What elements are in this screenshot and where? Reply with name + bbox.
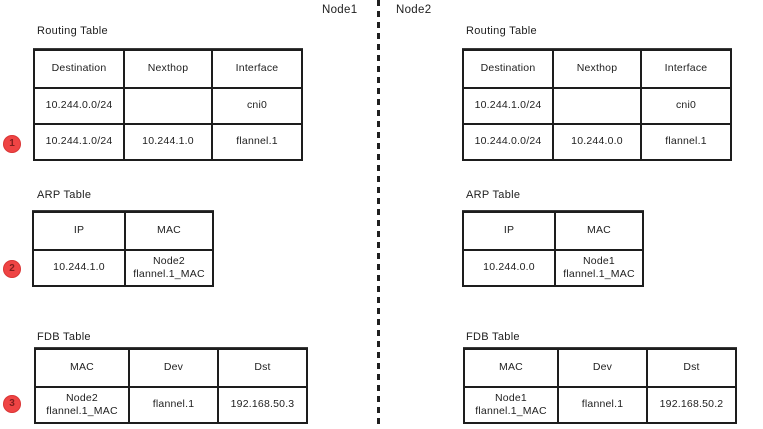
table-row: 10.244.0.0 Node1 flannel.1_MAC (462, 249, 644, 287)
step-marker-2-number: 2 (9, 263, 15, 274)
fdb-cell: 192.168.50.3 (217, 386, 308, 424)
routing-cell (552, 87, 642, 125)
step-marker-2: 2 (3, 260, 21, 278)
step-marker-1: 1 (3, 135, 21, 153)
col-header-mac: MAC (34, 348, 130, 388)
node1-routing-table-title: Routing Table (37, 25, 108, 37)
step-marker-1-number: 1 (9, 138, 15, 149)
col-header-interface: Interface (640, 49, 732, 89)
table-header-row: Destination Nexthop Interface (462, 49, 732, 89)
routing-cell: cni0 (211, 87, 303, 125)
table-header-row: IP MAC (462, 211, 644, 251)
table-row: Node2 flannel.1_MAC flannel.1 192.168.50… (34, 386, 308, 424)
routing-cell: flannel.1 (211, 123, 303, 161)
col-header-dst: Dst (217, 348, 308, 388)
table-header-row: MAC Dev Dst (463, 348, 737, 388)
routing-cell: 10.244.1.0 (123, 123, 213, 161)
table-row: Node1 flannel.1_MAC flannel.1 192.168.50… (463, 386, 737, 424)
node2-label: Node2 (396, 4, 432, 16)
node-divider-dashed-line (377, 0, 380, 429)
col-header-dev: Dev (557, 348, 648, 388)
table-header-row: IP MAC (32, 211, 214, 251)
node2-fdb-table-title: FDB Table (466, 331, 520, 343)
col-header-destination: Destination (33, 49, 125, 89)
arp-cell: Node1 flannel.1_MAC (554, 249, 644, 287)
node1-fdb-table-title: FDB Table (37, 331, 91, 343)
fdb-cell: Node2 flannel.1_MAC (34, 386, 130, 424)
table-row: 10.244.1.0 Node2 flannel.1_MAC (32, 249, 214, 287)
routing-cell: cni0 (640, 87, 732, 125)
col-header-mac: MAC (124, 211, 214, 251)
col-header-dst: Dst (646, 348, 737, 388)
routing-cell: 10.244.1.0/24 (462, 87, 554, 125)
table-header-row: MAC Dev Dst (34, 348, 308, 388)
node1-routing-table: Destination Nexthop Interface 10.244.0.0… (33, 49, 303, 161)
node2-fdb-table: MAC Dev Dst Node1 flannel.1_MAC flannel.… (463, 348, 737, 424)
routing-cell: 10.244.0.0/24 (33, 87, 125, 125)
fdb-cell: flannel.1 (557, 386, 648, 424)
node1-fdb-table: MAC Dev Dst Node2 flannel.1_MAC flannel.… (34, 348, 308, 424)
fdb-cell: 192.168.50.2 (646, 386, 737, 424)
routing-cell: 10.244.0.0/24 (462, 123, 554, 161)
node1-arp-table-title: ARP Table (37, 189, 92, 201)
col-header-ip: IP (32, 211, 126, 251)
routing-cell: 10.244.0.0 (552, 123, 642, 161)
col-header-interface: Interface (211, 49, 303, 89)
table-row: 10.244.1.0/24 10.244.1.0 flannel.1 (33, 123, 303, 161)
col-header-nexthop: Nexthop (552, 49, 642, 89)
table-row: 10.244.0.0/24 cni0 (33, 87, 303, 125)
routing-cell (123, 87, 213, 125)
arp-cell: Node2 flannel.1_MAC (124, 249, 214, 287)
col-header-nexthop: Nexthop (123, 49, 213, 89)
routing-cell: flannel.1 (640, 123, 732, 161)
node1-arp-table: IP MAC 10.244.1.0 Node2 flannel.1_MAC (32, 211, 214, 287)
step-marker-3-number: 3 (9, 398, 15, 409)
arp-cell: 10.244.1.0 (32, 249, 126, 287)
col-header-destination: Destination (462, 49, 554, 89)
node1-label: Node1 (322, 4, 358, 16)
arp-cell: 10.244.0.0 (462, 249, 556, 287)
col-header-mac: MAC (463, 348, 559, 388)
step-marker-3: 3 (3, 395, 21, 413)
col-header-mac: MAC (554, 211, 644, 251)
node2-arp-table: IP MAC 10.244.0.0 Node1 flannel.1_MAC (462, 211, 644, 287)
node2-routing-table-title: Routing Table (466, 25, 537, 37)
fdb-cell: flannel.1 (128, 386, 219, 424)
node2-arp-table-title: ARP Table (466, 189, 521, 201)
col-header-dev: Dev (128, 348, 219, 388)
fdb-cell: Node1 flannel.1_MAC (463, 386, 559, 424)
node2-routing-table: Destination Nexthop Interface 10.244.1.0… (462, 49, 732, 161)
table-header-row: Destination Nexthop Interface (33, 49, 303, 89)
routing-cell: 10.244.1.0/24 (33, 123, 125, 161)
table-row: 10.244.0.0/24 10.244.0.0 flannel.1 (462, 123, 732, 161)
col-header-ip: IP (462, 211, 556, 251)
table-row: 10.244.1.0/24 cni0 (462, 87, 732, 125)
